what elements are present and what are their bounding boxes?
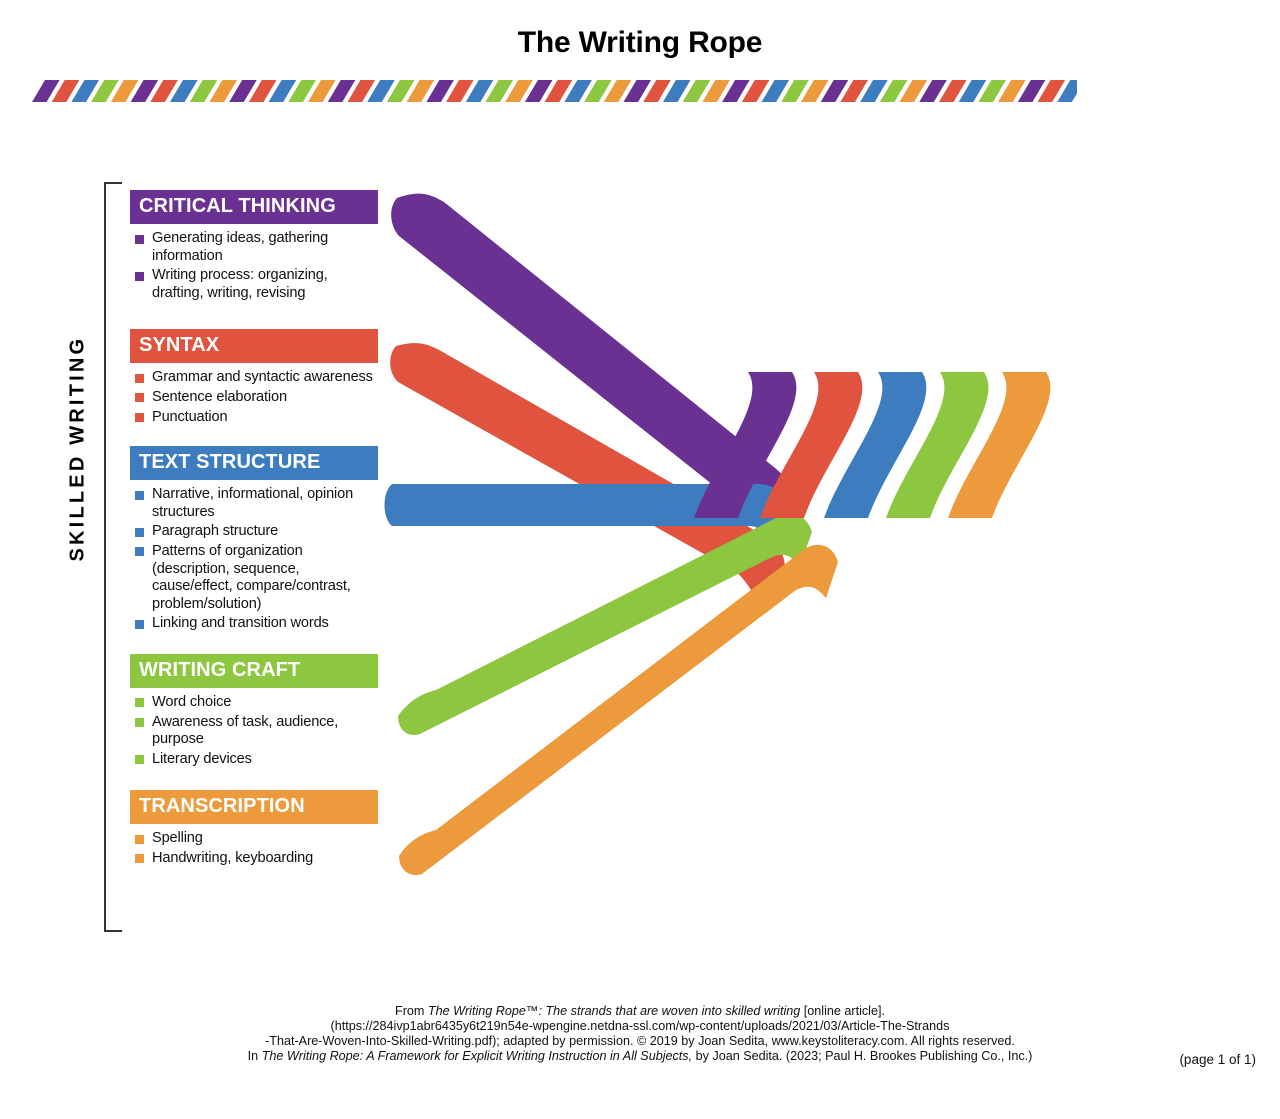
list-item-text: Generating ideas, gathering information: [152, 230, 329, 264]
strand-writing-craft: WRITING CRAFT Word choice Awareness of t…: [130, 653, 382, 768]
bullet-square-icon: [135, 271, 144, 281]
list-item: Punctuation: [130, 409, 382, 427]
bullet-square-icon: [135, 373, 144, 383]
strand-syntax: SYNTAX Grammar and syntactic awareness S…: [130, 329, 382, 426]
citation-line-1: From The Writing Rope™: The strands that…: [395, 1004, 885, 1018]
strand-items-transcription: Spelling Handwriting, keyboarding: [130, 824, 382, 867]
bullet-square-icon: [135, 718, 144, 727]
footer-citation: From The Writing Rope™: The strands that…: [0, 1004, 1280, 1064]
bullet-square-icon: [135, 490, 144, 500]
strand-items-critical-thinking: Generating ideas, gathering information …: [130, 224, 382, 302]
list-item-text: Grammar and syntactic awareness: [152, 369, 373, 386]
rope-divider-graphic: [32, 80, 1077, 102]
strand-header-syntax: SYNTAX: [130, 329, 378, 364]
bullet-square-icon: [135, 393, 144, 403]
list-item-text: Punctuation: [152, 408, 228, 425]
page-title: The Writing Rope: [517, 26, 763, 59]
bullet-square-icon: [135, 834, 144, 844]
bullet-square-icon: [135, 755, 144, 765]
strand-header-transcription: TRANSCRIPTION: [130, 790, 378, 825]
list-item: Word choice: [130, 694, 382, 712]
writing-rope-diagram: SKILLED WRITING CRITICAL THINKING Genera…: [0, 150, 1280, 970]
bullet-square-icon: [135, 698, 144, 708]
strand-items-text-structure: Narrative, informational, opinion struct…: [130, 480, 382, 633]
list-item: Handwriting, keyboarding: [130, 850, 382, 868]
list-item-text: Handwriting, keyboarding: [152, 849, 314, 866]
citation-line-3: -That-Are-Woven-Into-Skilled-Writing.pdf…: [265, 1034, 1015, 1048]
list-item: Spelling: [130, 830, 382, 848]
strand-items-writing-craft: Word choice Awareness of task, audience,…: [130, 688, 382, 768]
list-item-text: Literary devices: [152, 750, 252, 767]
list-item: Literary devices: [130, 751, 382, 769]
list-item: Patterns of organization (description, s…: [130, 543, 382, 613]
strand-bracket: [104, 182, 122, 932]
list-item-text: Linking and transition words: [152, 615, 329, 632]
list-item: Narrative, informational, opinion struct…: [130, 486, 382, 521]
strand-list-column: CRITICAL THINKING Generating ideas, gath…: [130, 190, 382, 869]
bullet-square-icon: [135, 619, 144, 629]
list-item: Grammar and syntactic awareness: [130, 369, 382, 387]
list-item-text: Paragraph structure: [152, 523, 279, 540]
list-item-text: Narrative, informational, opinion struct…: [152, 486, 354, 520]
strand-critical-thinking: CRITICAL THINKING Generating ideas, gath…: [130, 190, 382, 302]
list-item: Awareness of task, audience, purpose: [130, 714, 382, 749]
list-item-text: Spelling: [152, 830, 203, 847]
bullet-square-icon: [135, 854, 144, 864]
list-item: Sentence elaboration: [130, 389, 382, 407]
list-item-text: Word choice: [152, 693, 232, 710]
list-item-text: Sentence elaboration: [152, 388, 287, 405]
list-item-text: Awareness of task, audience, purpose: [152, 713, 339, 748]
bullet-square-icon: [135, 527, 144, 537]
strand-transcription: TRANSCRIPTION Spelling Handwriting, keyb…: [130, 790, 382, 867]
bullet-square-icon: [135, 413, 144, 423]
citation-line-4: In The Writing Rope: A Framework for Exp…: [247, 1049, 1033, 1063]
citation-line-2: (https://284ivp1abr6435y6t219n54e-wpengi…: [330, 1019, 950, 1033]
page-number: (page 1 of 1): [1179, 1052, 1256, 1067]
list-item: Paragraph structure: [130, 523, 382, 541]
list-item: Writing process: organizing, drafting, w…: [130, 267, 382, 302]
strand-header-critical-thinking: CRITICAL THINKING: [130, 190, 378, 224]
list-item: Linking and transition words: [130, 615, 382, 633]
bullet-square-icon: [135, 547, 144, 557]
bullet-square-icon: [135, 234, 144, 244]
strand-header-writing-craft: WRITING CRAFT: [130, 653, 378, 688]
strand-text-structure: TEXT STRUCTURE Narrative, informational,…: [130, 446, 382, 633]
strand-header-text-structure: TEXT STRUCTURE: [130, 446, 378, 481]
list-item-text: Writing process: organizing, drafting, w…: [152, 267, 328, 301]
list-item: Generating ideas, gathering information: [130, 230, 382, 265]
rope-strands-graphic: [384, 193, 1051, 876]
list-item-text: Patterns of organization (description, s…: [152, 542, 351, 612]
strand-items-syntax: Grammar and syntactic awareness Sentence…: [130, 363, 382, 426]
